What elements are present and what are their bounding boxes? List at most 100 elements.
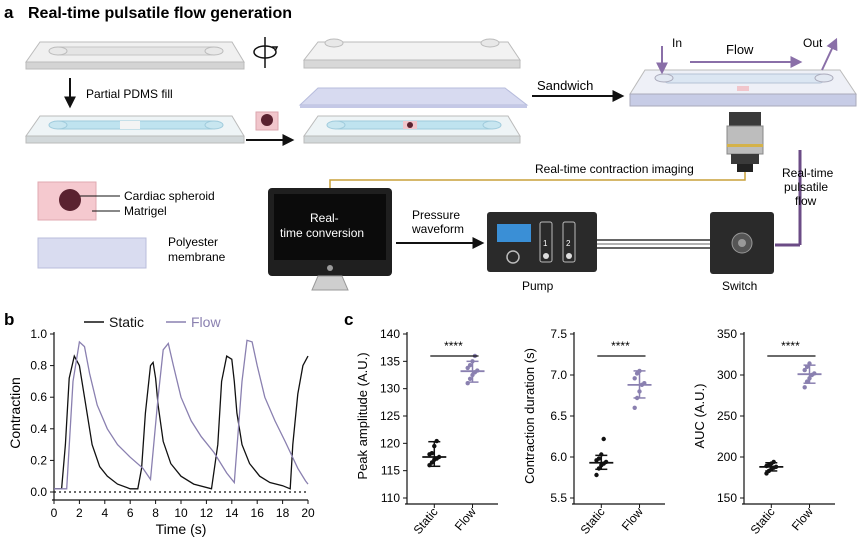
flip-rotate-icon [253, 37, 279, 68]
y-tick-label: 0.0 [30, 485, 47, 499]
pump-channel-2: 2 [566, 239, 571, 248]
x-tick-label: 20 [301, 506, 315, 520]
y-tick-label: 6.0 [550, 450, 567, 464]
imaging-label: Real-time contraction imaging [535, 162, 694, 176]
partial-fill-arrow: Partial PDMS fill [64, 78, 173, 109]
matrigel-label: Matrigel [124, 204, 167, 218]
out-label: Out [803, 36, 823, 50]
y-tick-label: 140 [380, 327, 400, 341]
data-point [642, 381, 647, 386]
series-static [759, 459, 784, 476]
y-axis-label: AUC (A.U.) [692, 384, 707, 449]
pump-label: Pump [522, 279, 554, 293]
pressure-label-2: waveform [411, 222, 464, 236]
series-line-flow [54, 339, 309, 490]
data-point [802, 367, 807, 373]
pump-channel-1: 1 [543, 239, 548, 248]
y-tick-label: 250 [717, 409, 737, 423]
assembled-device: In Flow Out [629, 36, 857, 107]
x-tick-label: Static [578, 505, 608, 537]
sandwich-label: Sandwich [537, 78, 593, 93]
y-tick-label: 115 [381, 464, 400, 478]
y-tick-label: 300 [717, 368, 737, 382]
y-tick-label: 7.0 [550, 368, 567, 382]
in-label: In [672, 36, 682, 50]
data-point [599, 452, 604, 457]
legend-label-flow: Flow [191, 314, 221, 330]
legend-cardiac-spheroid: Cardiac spheroid Matrigel [37, 181, 215, 221]
series-flow [627, 368, 652, 410]
data-point [632, 405, 637, 410]
conversion-label-1: Real- [310, 211, 339, 225]
data-point [637, 389, 642, 394]
x-tick-label: Flow [619, 505, 646, 534]
pdms-chip-filled [25, 115, 245, 144]
data-point [804, 379, 810, 384]
data-point [812, 371, 817, 376]
data-point [601, 436, 606, 442]
x-tick-label: 12 [200, 506, 214, 520]
switch-device: Switch [710, 212, 774, 293]
data-point [470, 359, 475, 364]
data-point [465, 381, 470, 386]
x-tick-label: Flow [789, 505, 816, 534]
legend-membrane: Polyester membrane [37, 235, 226, 269]
membrane-sheet [298, 87, 529, 108]
pdms-chip-spheroid [303, 115, 521, 144]
pdms-chip-empty [25, 41, 245, 70]
panel-a: a Real-time pulsatile flow generation [4, 3, 857, 293]
x-tick-label: 10 [174, 506, 188, 520]
x-tick-label: 16 [251, 506, 265, 520]
data-point [773, 464, 779, 469]
pulsatile-flow-line: Real-time pulsatile flow [775, 150, 834, 247]
data-point [467, 376, 473, 381]
series-flow [797, 361, 822, 390]
legend-label-static: Static [109, 314, 144, 330]
rt-flow-label-3: flow [795, 194, 817, 208]
conversion-label-2: time conversion [280, 226, 364, 240]
y-tick-label: 6.5 [550, 409, 567, 423]
x-tick-label: 14 [225, 506, 239, 520]
panel-b-letter: b [4, 310, 14, 329]
pdms-chip-flipped [302, 38, 521, 69]
y-tick-label: 150 [717, 491, 737, 505]
switch-label: Switch [722, 279, 757, 293]
partial-fill-label: Partial PDMS fill [86, 87, 173, 101]
data-point [475, 368, 480, 373]
imaging-cable: Real-time contraction imaging [329, 162, 746, 190]
data-point [807, 376, 812, 381]
y-tick-label: 0.2 [30, 453, 47, 467]
membrane-label-1: Polyester [168, 235, 218, 249]
data-point [467, 363, 473, 368]
x-tick-label: 0 [51, 506, 58, 520]
x-tick-label: 18 [276, 506, 290, 520]
data-point [637, 368, 642, 374]
y-tick-label: 200 [717, 450, 737, 464]
series-line-static [54, 354, 309, 490]
rt-flow-label-2: pulsatile [784, 180, 828, 194]
data-point [436, 454, 442, 460]
sandwich-arrow: Sandwich [532, 78, 625, 102]
y-tick-label: 5.5 [550, 491, 567, 505]
y-tick-label: 0.4 [30, 422, 47, 436]
y-tick-label: 125 [380, 409, 400, 423]
membrane-label-2: membrane [168, 250, 226, 264]
y-tick-label: 135 [380, 354, 400, 368]
y-tick-label: 350 [717, 327, 737, 341]
data-point [429, 451, 435, 456]
y-axis-label: Peak amplitude (A.U.) [355, 352, 370, 479]
panel-a-letter: a [4, 3, 14, 22]
x-axis-label: Time (s) [156, 521, 207, 537]
data-point [603, 459, 609, 465]
y-axis-label: Contraction duration (s) [522, 348, 537, 484]
x-tick-label: Static [748, 505, 778, 537]
rt-flow-label-1: Real-time [782, 166, 834, 180]
significance-label: **** [611, 339, 630, 353]
y-tick-label: 110 [381, 491, 400, 505]
data-point [432, 443, 437, 449]
panel-a-title: Real-time pulsatile flow generation [28, 5, 292, 22]
